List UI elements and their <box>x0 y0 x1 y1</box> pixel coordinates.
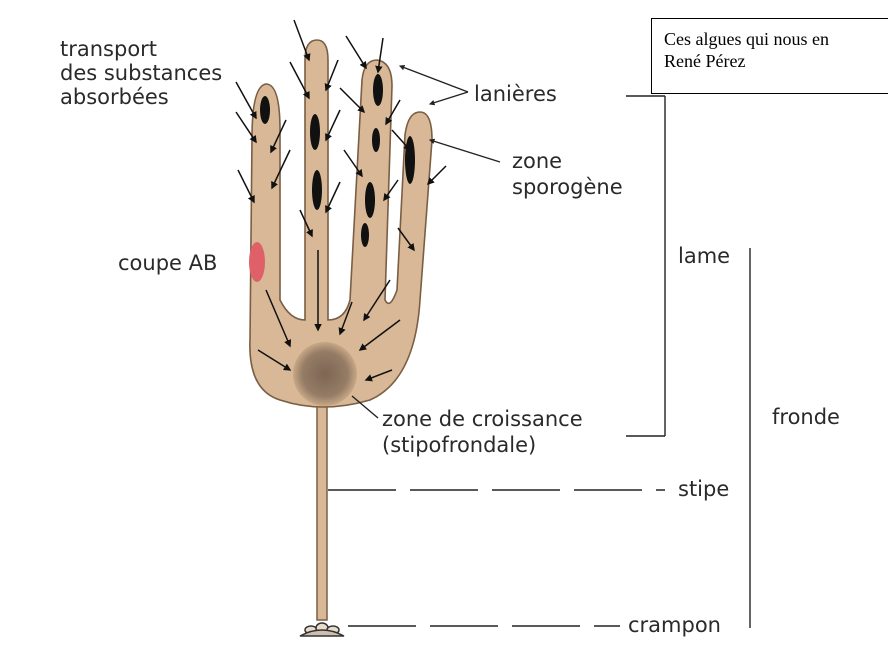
holdfast-shape <box>300 623 344 636</box>
label-fronde: fronde <box>772 405 840 429</box>
label-zone-croissance-line2: (stipofrondale) <box>382 433 536 457</box>
label-zone-sporogene-line2: sporogène <box>512 175 623 199</box>
label-crampon: crampon <box>628 613 721 637</box>
source-caption-box: Ces algues qui nous en René Pérez <box>651 18 888 94</box>
label-zone-sporogene-line1: zone <box>512 149 562 173</box>
caption-title: Ces algues qui nous en <box>664 28 888 50</box>
label-coupe-ab: coupe AB <box>118 251 217 275</box>
label-transport-line3: absorbées <box>60 85 169 109</box>
label-lanieres: lanières <box>474 82 557 106</box>
label-zone-croissance-line1: zone de croissance <box>382 407 583 431</box>
label-transport-line1: transport <box>60 37 157 61</box>
coupe-ab-highlight <box>249 242 265 282</box>
label-lame: lame <box>678 244 730 268</box>
stipe-shape <box>317 398 327 620</box>
caption-author: René Pérez <box>664 50 888 72</box>
growth-zone <box>293 342 357 406</box>
label-stipe: stipe <box>678 477 729 501</box>
label-transport-line2: des substances <box>60 61 222 85</box>
